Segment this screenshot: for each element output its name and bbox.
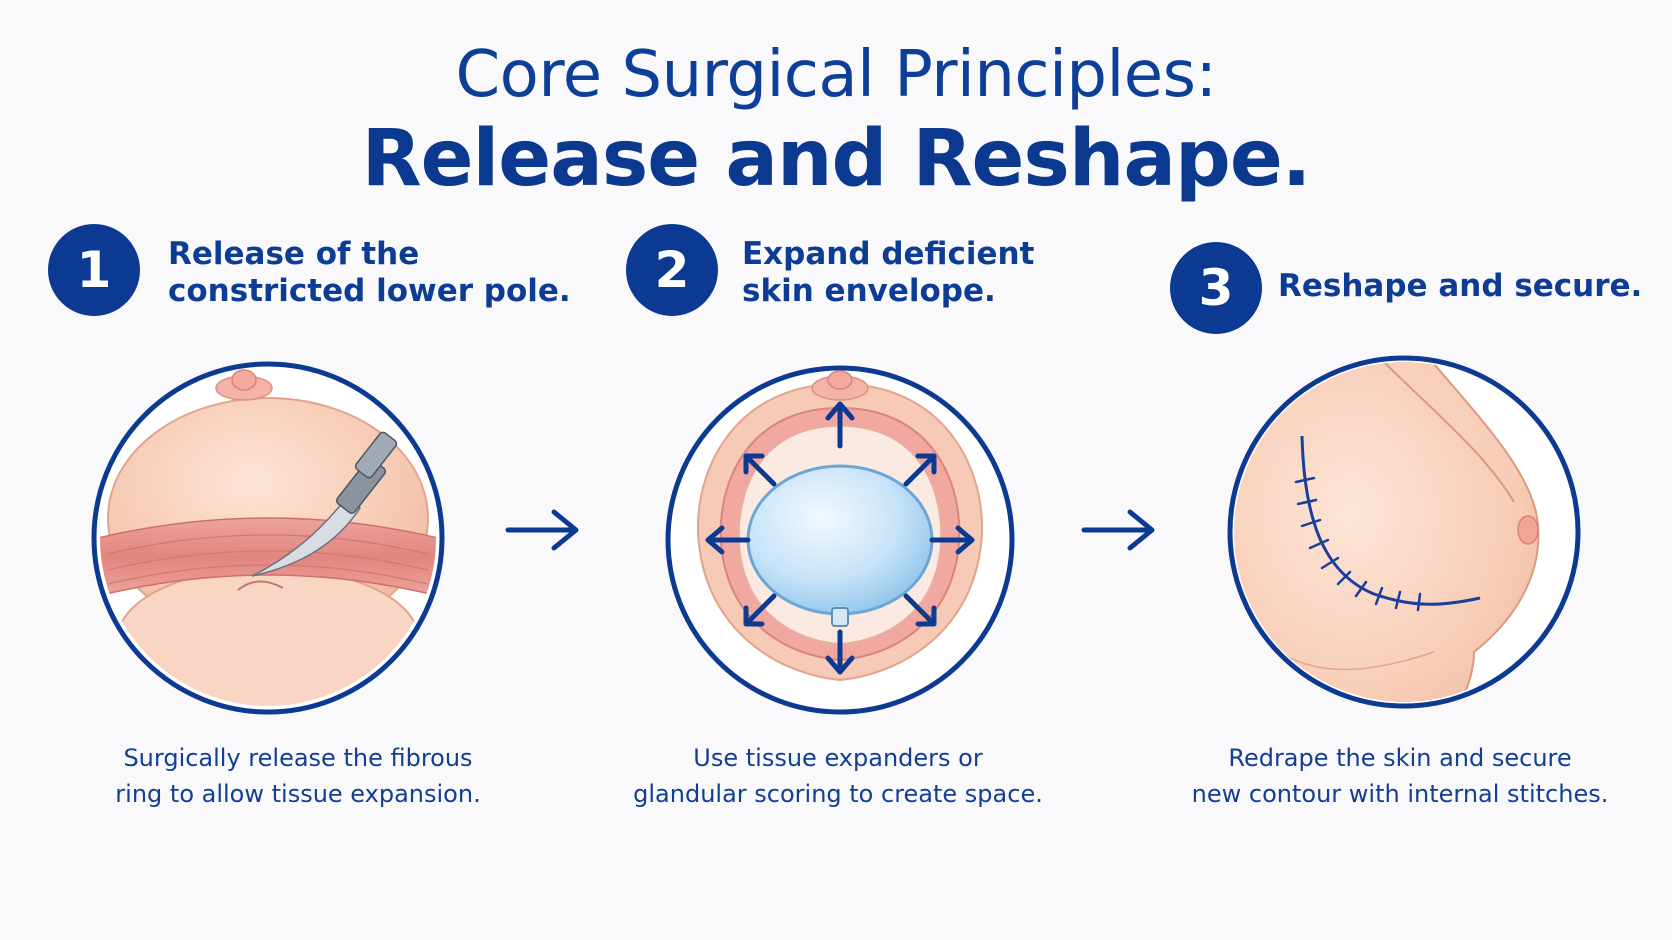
step-2-number-badge: 2 [626,224,718,316]
step-1-caption: Surgically release the fibrous ring to a… [115,744,481,808]
title-line-1: Core Surgical Principles: [455,38,1217,112]
step-1-number-badge: 1 [48,224,140,316]
arrow-right-icon [505,509,579,551]
step-1-title: Release of the constricted lower pole. [168,236,571,309]
title-line-2: Release and Reshape. [361,114,1312,204]
tissue-expander-illustration [665,365,1015,715]
step-3-number-badge: 3 [1170,242,1262,334]
step-2-title: Expand deficient skin envelope. [742,236,1035,309]
scalpel-release-illustration [91,361,445,715]
step-2-caption: Use tissue expanders or glandular scorin… [633,744,1043,808]
arrow-right-icon [1081,509,1155,551]
step-3-caption: Redrape the skin and secure new contour … [1191,744,1609,808]
step-3-title: Reshape and secure. [1278,268,1643,304]
sutured-contour-illustration [1227,355,1581,709]
